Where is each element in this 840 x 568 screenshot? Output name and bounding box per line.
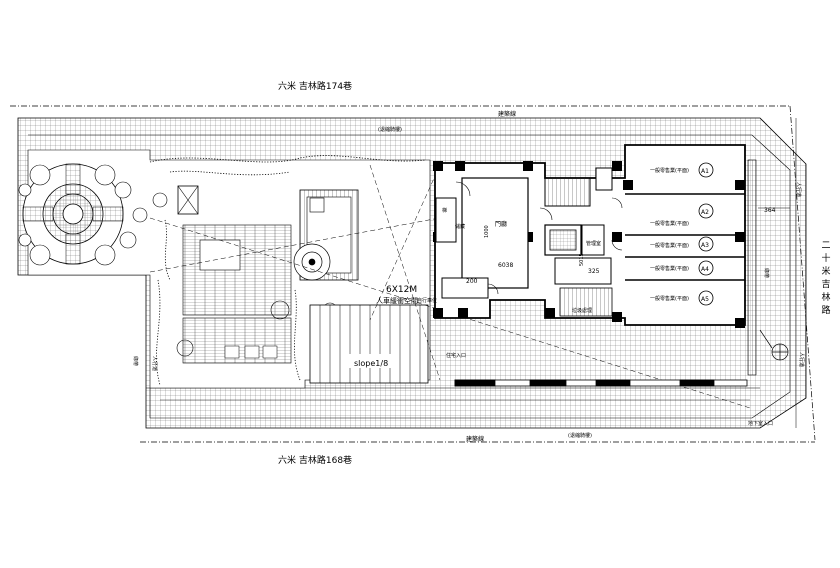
stair-label: 梯 [442, 207, 447, 214]
shop-label: 一般零售業(平面) [650, 167, 689, 174]
shop-a5: 一般零售業(平面) A5 [650, 295, 709, 303]
shop-a2: 一般零售業(平面) A2 [650, 209, 709, 227]
manager-room-label: 管理室 [586, 240, 601, 247]
slope-label: slope1/8 [354, 359, 388, 368]
dimension-hall: 6038 [498, 262, 513, 269]
dimension-5015: 5015 [579, 253, 585, 266]
dimension-325: 325 [588, 268, 600, 275]
greenbelt-label-east: 綠帶 [763, 268, 770, 278]
sidewalk-label-west: 人行道 [151, 356, 158, 371]
building [433, 144, 746, 328]
open-space-size: 6X12M [386, 285, 417, 295]
corner-note: 地下室入口 [748, 420, 773, 427]
shop-id: A3 [701, 242, 709, 249]
greenbelt-label-west: 綠帶 [132, 356, 139, 366]
shop-id: A1 [701, 168, 709, 175]
ramp [309, 304, 429, 384]
shop-label: 一般零售業(平面) [650, 242, 689, 249]
shop-a1: 一般零售業(平面) A1 [650, 167, 709, 175]
east-road-label: 二十米吉林路 [821, 241, 831, 316]
shop-id: A5 [701, 296, 709, 303]
dimension-200: 200 [466, 278, 478, 285]
setback-label-bottom: (退縮騎樓) [568, 432, 592, 439]
open-space-description: 人車緩衝空間 [376, 296, 418, 305]
north-road-label: 六米 吉林路174巷 [278, 82, 353, 92]
sidewalk-label-east-1: 人行道 [795, 182, 802, 197]
south-arcade [454, 379, 748, 387]
shop-label: 一般零售業(平面) [650, 265, 689, 272]
dimension-1000: 1000 [484, 225, 490, 238]
entrance-label: 住宅入口 [446, 352, 466, 359]
building-line-label-top: 建築線 [498, 110, 516, 118]
south-road-label: 六米 吉林路168巷 [278, 456, 353, 466]
shop-label: 一般零售業(平面) [650, 295, 689, 302]
shop-a4: 一般零售業(平面) A4 [650, 265, 709, 273]
north-arrow-icon [759, 329, 789, 361]
shop-id: A2 [701, 209, 709, 216]
shop-label: 一般零售業(平面) [650, 220, 689, 227]
trash-room-label: 垃圾處理 [572, 307, 592, 314]
tree-icon [293, 243, 331, 281]
sidewalk-label-east-2: 人行道 [798, 352, 805, 367]
shop-id: A4 [701, 266, 709, 273]
shop-a3: 一般零售業(平面) A3 [650, 242, 709, 249]
dimension-364: 364 [764, 207, 776, 214]
bike-parking-label: 自行車位 [417, 297, 437, 304]
building-line-label-bottom: 建築線 [466, 435, 484, 443]
lobby-label: 門廳 [495, 220, 507, 228]
setback-label-top: (退縮騎樓) [378, 126, 402, 133]
storage-label: 儲藏 [455, 223, 465, 230]
